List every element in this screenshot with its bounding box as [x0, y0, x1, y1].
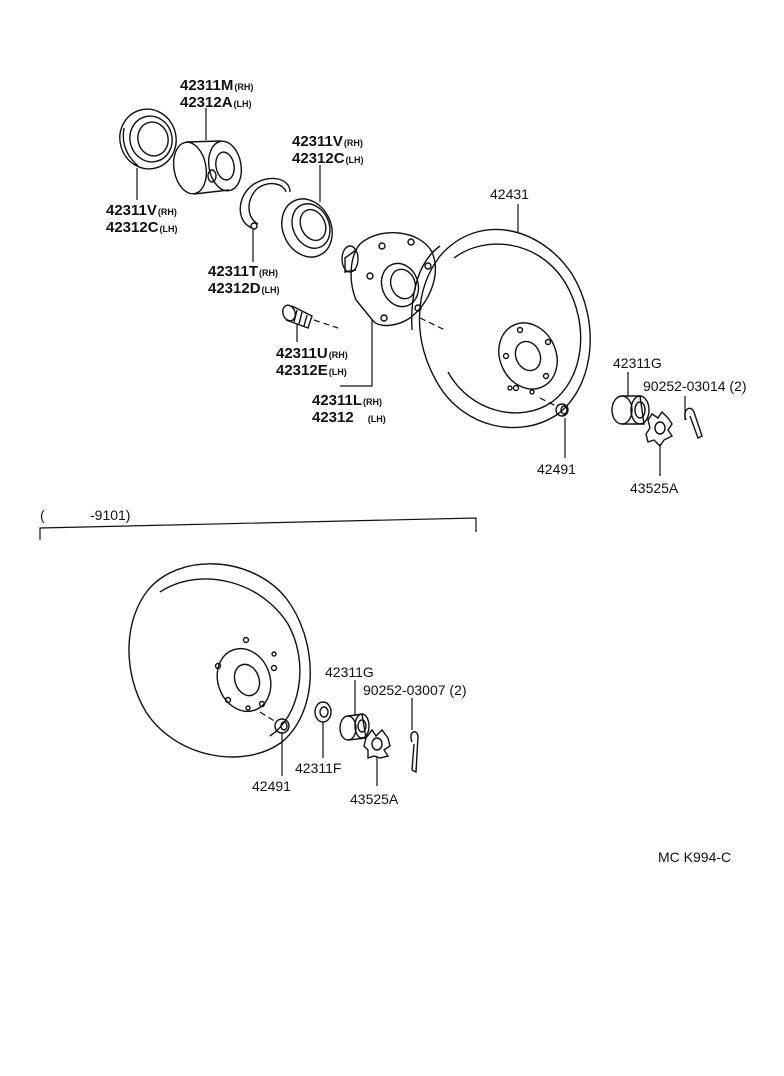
lock-cap-bottom — [363, 728, 391, 759]
washer-bottom — [314, 701, 332, 723]
label-race-left-lh: 42312C(LH) — [106, 219, 178, 236]
hub-bolt — [282, 304, 313, 329]
label-race-right-lh: 42312C(LH) — [292, 150, 364, 167]
axle-nut-bottom — [339, 713, 370, 741]
cotter-pin-top — [684, 407, 703, 439]
bearing-race-right — [281, 198, 333, 258]
label-nut-bottom: 42311G — [325, 664, 374, 680]
label-disc: 42431 — [490, 186, 529, 202]
label-lock-cap-top: 43525A — [630, 480, 679, 496]
label-snap-ring-rh: 42311T(RH) — [208, 263, 278, 280]
label-washer: 42311F — [295, 760, 341, 776]
label-nut-top: 42311G — [613, 355, 662, 371]
axle-nut-top — [611, 395, 650, 425]
bolt-insertion-line — [313, 319, 339, 329]
hub-to-disc-line — [419, 317, 446, 331]
label-hub-lh: 42312(LH) — [312, 409, 386, 426]
label-plug-bottom: 42491 — [252, 778, 291, 794]
brake-disc-top — [411, 228, 591, 429]
label-race-right-rh: 42311V(RH) — [292, 133, 363, 150]
disc-to-plug-line — [539, 397, 557, 407]
lock-cap-top — [645, 410, 674, 448]
wheel-bearing — [172, 140, 243, 195]
hub-flange — [341, 232, 437, 327]
label-hub-bolt-lh: 42312E(LH) — [276, 362, 347, 379]
label-cotter-bottom: 90252-03007 (2) — [363, 682, 467, 698]
cotter-pin-bottom — [410, 731, 419, 774]
bearing-race-left — [119, 108, 177, 170]
label-bearing-rh: 42311M(RH) — [180, 77, 253, 94]
plug-top — [555, 403, 569, 417]
label-lock-cap-bottom: 43525A — [350, 791, 399, 807]
label-hub-bolt-rh: 42311U(RH) — [276, 345, 348, 362]
label-cotter-top: 90252-03014 (2) — [643, 378, 747, 394]
label-race-left-rh: 42311V(RH) — [106, 202, 177, 219]
label-bearing-lh: 42312A(LH) — [180, 94, 252, 111]
range-bracket — [39, 517, 477, 540]
brake-disc-bottom — [128, 563, 311, 758]
range-end: -9101) — [90, 507, 130, 523]
range-open: ( — [40, 507, 45, 523]
leader-hub — [340, 320, 373, 387]
label-snap-ring-lh: 42312D(LH) — [208, 280, 280, 297]
label-hub-rh: 42311L(RH) — [312, 392, 382, 409]
disc-to-plug-line-bottom — [259, 711, 277, 723]
snap-ring — [239, 177, 291, 230]
label-plug-top: 42491 — [537, 461, 576, 477]
figure-code: MC K994-C — [658, 849, 731, 865]
